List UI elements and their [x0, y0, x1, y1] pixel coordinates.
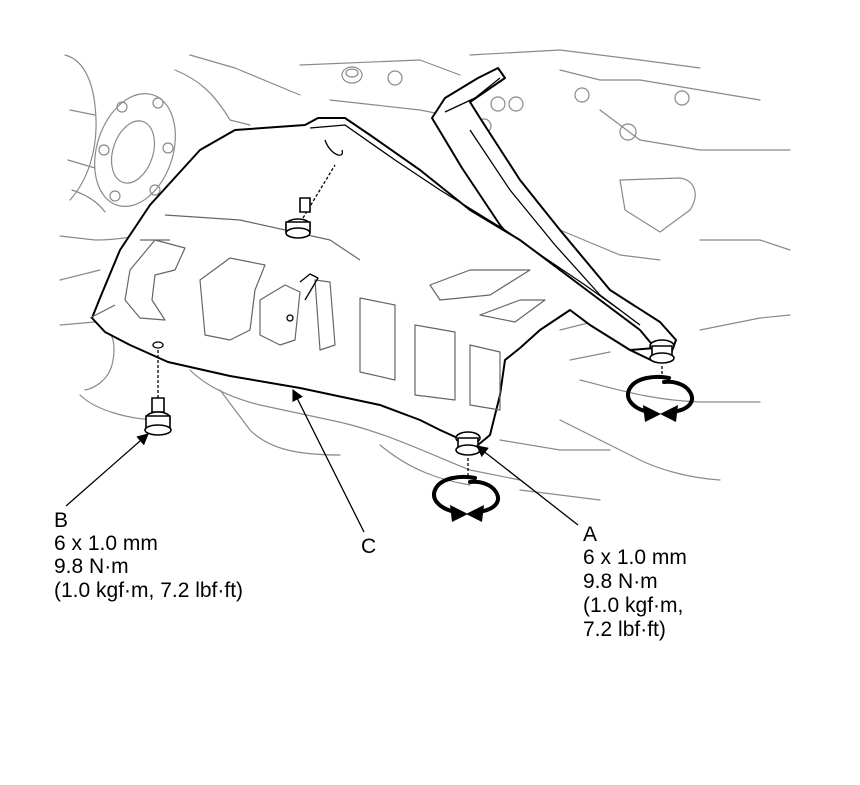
callout-b-size: 6 x 1.0 mm: [54, 532, 158, 555]
callout-a-size: 6 x 1.0 mm: [583, 546, 687, 569]
callout-b-torque-alt: (1.0 kgf·m, 7.2 lbf·ft): [54, 579, 244, 602]
leader-line-b: [65, 433, 149, 507]
leader-line-a: [476, 445, 579, 526]
flange-bolt-icon: [144, 348, 172, 436]
callout-a-torque-alt-line1: (1.0 kgf·m,: [583, 594, 684, 617]
splash-shield-c: [89, 117, 656, 446]
flange-bolt-icon: [649, 339, 675, 380]
callout-b-torque: 9.8 N·m: [54, 555, 129, 578]
chassis-background: [59, 49, 791, 501]
rotation-arrows-icon: [626, 374, 694, 422]
callout-a-torque-alt-line2: 7.2 lbf·ft): [583, 618, 666, 641]
flange-bolt-icon: [455, 431, 481, 475]
callout-a-letter: A: [583, 523, 598, 546]
rotation-arrows-icon: [432, 474, 500, 522]
bolt-icon: [285, 164, 336, 239]
callout-a-torque: 9.8 N·m: [583, 570, 658, 593]
callout-c-letter: C: [361, 535, 377, 558]
callout-b-letter: B: [54, 509, 69, 532]
leader-line-c: [292, 388, 365, 533]
